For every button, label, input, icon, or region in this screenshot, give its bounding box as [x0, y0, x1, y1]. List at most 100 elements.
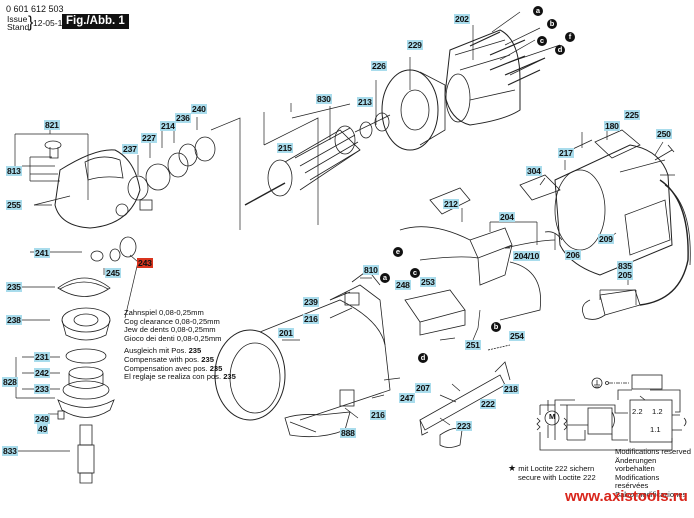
part-label-830[interactable]: 830 [316, 94, 332, 104]
star-icon: ★ [508, 463, 517, 473]
part-label-250[interactable]: 250 [656, 129, 672, 139]
figure-title: Fig./Abb. 1 [62, 14, 129, 29]
capacitor [404, 289, 466, 336]
part-label-251[interactable]: 251 [465, 340, 481, 350]
part-label-206[interactable]: 206 [565, 250, 581, 260]
comp-line: Compensation avec pos. 235 [124, 363, 223, 373]
part-label-236[interactable]: 236 [175, 113, 191, 123]
part-label-813[interactable]: 813 [6, 166, 22, 176]
wire-letter-c: c [537, 36, 547, 46]
part-label-213[interactable]: 213 [357, 97, 373, 107]
part-label-216-upper[interactable]: 216 [303, 314, 319, 324]
part-label-247[interactable]: 247 [399, 393, 415, 403]
part-label-835[interactable]: 835 [617, 261, 633, 271]
part-number: 0 601 612 503 [6, 4, 64, 14]
wire-letter-c-lower: c [410, 268, 420, 278]
part-label-223[interactable]: 223 [456, 421, 472, 431]
stand-label: Stand [7, 22, 30, 32]
note-line: Cog clearance 0,08-0,25mm [124, 316, 220, 326]
comp-line: Compensate with pos. 235 [124, 354, 214, 364]
comp-line: El reglaje se realiza con pos. 235 [124, 372, 236, 382]
schematic-contact-1-1: 1.1 [650, 425, 661, 434]
part-label-212[interactable]: 212 [443, 199, 459, 209]
wire-letter-d-lower: d [418, 353, 428, 363]
part-label-218[interactable]: 218 [503, 384, 519, 394]
part-label-821[interactable]: 821 [44, 120, 60, 130]
wire-letter-b: b [547, 19, 557, 29]
issue-date: 12-05-14 [33, 18, 68, 28]
part-label-235[interactable]: 235 [6, 282, 22, 292]
part-label-249[interactable]: 249 [34, 414, 50, 424]
part-label-233[interactable]: 233 [34, 384, 50, 394]
part-label-828[interactable]: 828 [2, 377, 18, 387]
part-label-215[interactable]: 215 [277, 143, 293, 153]
part-label-231[interactable]: 231 [34, 352, 50, 362]
part-label-225[interactable]: 225 [624, 110, 640, 120]
fan-housing [381, 69, 446, 151]
spindle [77, 424, 95, 484]
part-label-204[interactable]: 204 [499, 212, 515, 222]
wire-letter-a-lower: a [380, 273, 390, 283]
note-line: Jew de dents 0,08-0,25mm [124, 325, 216, 335]
part-label-202[interactable]: 202 [454, 14, 470, 24]
watermark-link[interactable]: www.axistools.ru [565, 488, 688, 505]
part-label-238[interactable]: 238 [6, 315, 22, 325]
part-label-204-10[interactable]: 204/10 [513, 251, 541, 261]
loctite-note: ★ mit Loctite 222 sichern secure with Lo… [508, 463, 596, 482]
part-label-243-highlighted[interactable]: 243 [137, 258, 153, 268]
part-label-226[interactable]: 226 [371, 61, 387, 71]
part-label-207[interactable]: 207 [415, 383, 431, 393]
part-label-227[interactable]: 227 [141, 133, 157, 143]
comp-line: Ausgleich mit Pos. 235 [124, 346, 202, 356]
issue-brace: } [28, 14, 34, 31]
part-label-209[interactable]: 209 [598, 234, 614, 244]
part-label-810[interactable]: 810 [363, 265, 379, 275]
wiring-schematic [536, 374, 687, 451]
issue-label: Issue [7, 14, 28, 24]
part-label-240[interactable]: 240 [191, 104, 207, 114]
armature [244, 112, 391, 206]
wire-letter-f: f [565, 32, 575, 42]
note-line: Zahnspiel 0,08-0,25mm [124, 308, 204, 317]
part-label-217[interactable]: 217 [558, 148, 574, 158]
gear-housing-part [33, 140, 141, 229]
part-label-245[interactable]: 245 [105, 268, 121, 278]
wire-letter-a: a [533, 6, 543, 16]
leader-lines [8, 11, 664, 452]
wire-letter-e: e [393, 247, 403, 257]
cover-plate [57, 277, 111, 297]
power-plug [582, 289, 641, 320]
plate [284, 411, 351, 438]
tool-housing [214, 269, 391, 421]
switch-assembly [399, 187, 556, 321]
wire-leads [469, 31, 546, 86]
part-label-216-lower[interactable]: 216 [370, 410, 386, 420]
slide-switch [419, 344, 511, 448]
gear-clearance-note: Zahnspiel 0,08-0,25mm Cog clearance 0,08… [124, 308, 236, 382]
part-label-248[interactable]: 248 [395, 280, 411, 290]
part-label-253[interactable]: 253 [420, 277, 436, 287]
motor-housing [519, 129, 691, 306]
part-label-833[interactable]: 833 [2, 446, 18, 456]
part-label-888[interactable]: 888 [340, 428, 356, 438]
bevel-gear [61, 307, 111, 341]
part-label-241[interactable]: 241 [34, 248, 50, 258]
part-label-239[interactable]: 239 [303, 297, 319, 307]
part-label-242[interactable]: 242 [34, 368, 50, 378]
schematic-motor-label: M [549, 412, 556, 421]
part-label-254[interactable]: 254 [509, 331, 525, 341]
part-label-222[interactable]: 222 [480, 399, 496, 409]
schematic-contact-2-2: 2.2 [632, 407, 643, 416]
part-label-205[interactable]: 205 [617, 270, 633, 280]
part-label-214[interactable]: 214 [160, 121, 176, 131]
part-label-49[interactable]: 49 [37, 424, 49, 434]
part-label-180[interactable]: 180 [604, 121, 620, 131]
small-gear-parts [90, 136, 216, 262]
part-label-255[interactable]: 255 [6, 200, 22, 210]
part-label-201[interactable]: 201 [278, 328, 294, 338]
part-label-229[interactable]: 229 [407, 40, 423, 50]
part-label-304[interactable]: 304 [526, 166, 542, 176]
wire-letter-b-lower: b [491, 322, 501, 332]
part-label-237[interactable]: 237 [122, 144, 138, 154]
